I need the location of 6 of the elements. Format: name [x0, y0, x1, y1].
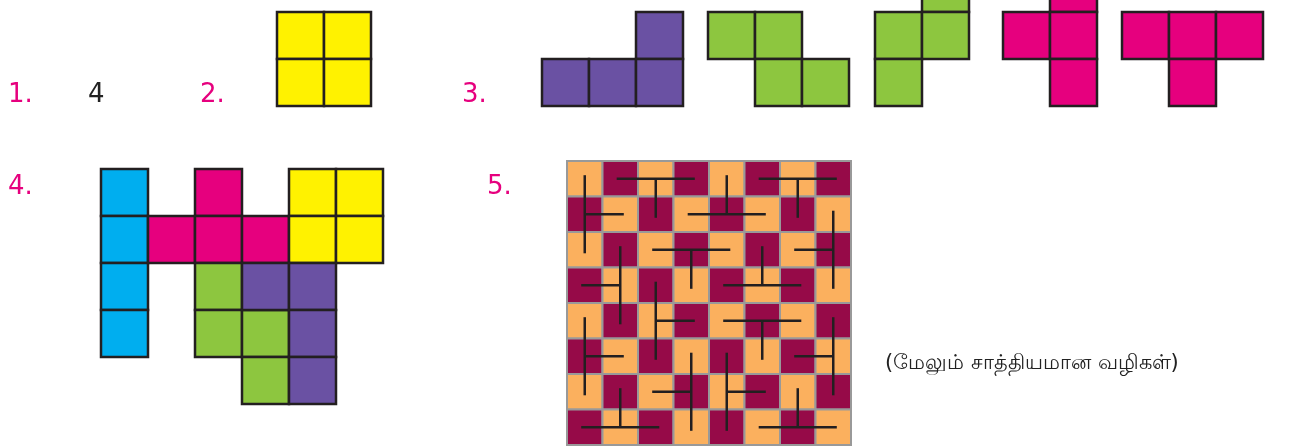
answer-number: 5.	[487, 172, 512, 198]
answer-number: 4.	[8, 172, 33, 198]
answer-text: 4	[88, 80, 105, 106]
answer-number: 1.	[8, 80, 33, 106]
answer-number: 3.	[462, 80, 487, 106]
answer-number: 2.	[200, 80, 225, 106]
